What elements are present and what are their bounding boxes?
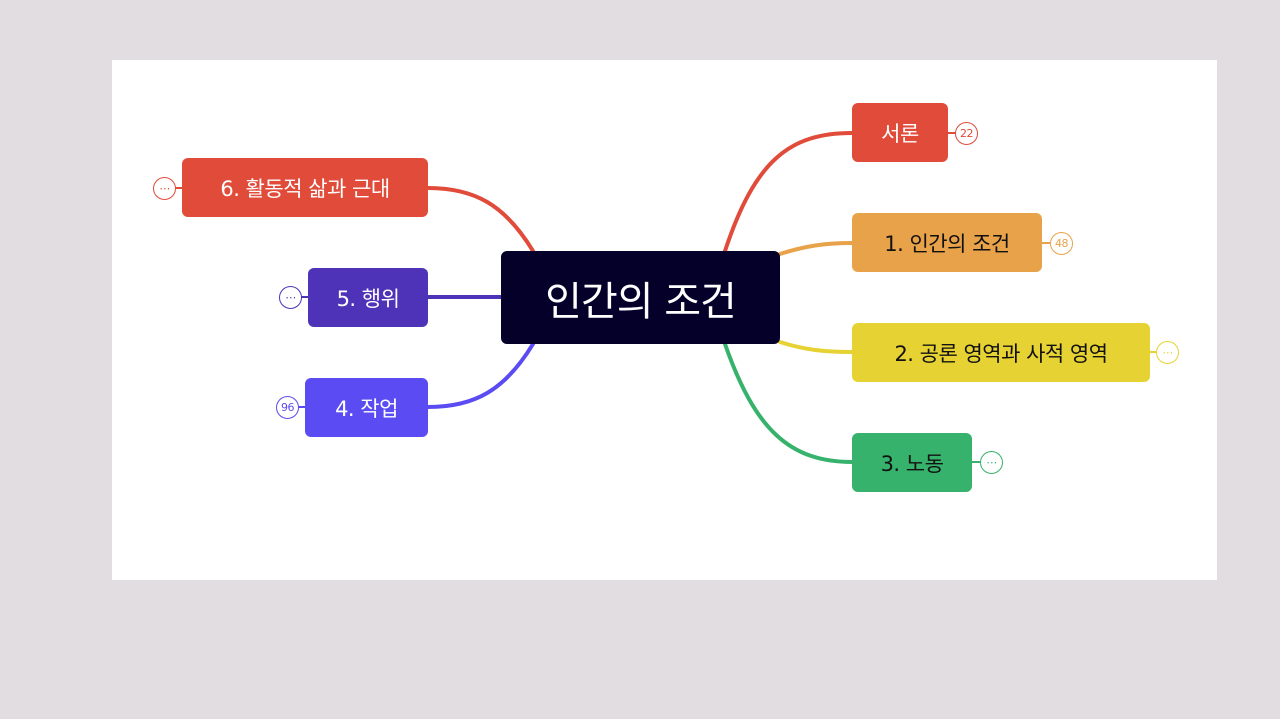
branch-node-ch1[interactable]: 1. 인간의 조건	[852, 213, 1042, 272]
branch-node-ch2[interactable]: 2. 공론 영역과 사적 영역	[852, 323, 1150, 382]
collapse-count-badge-ch4[interactable]: 96	[276, 396, 299, 419]
collapse-more-badge-ch6[interactable]: ⋯	[153, 177, 176, 200]
branch-node-ch6[interactable]: 6. 활동적 삶과 근대	[182, 158, 428, 217]
branch-node-intro[interactable]: 서론	[852, 103, 948, 162]
collapse-more-badge-ch3[interactable]: ⋯	[980, 451, 1003, 474]
collapse-more-badge-ch2[interactable]: ⋯	[1156, 341, 1179, 364]
collapse-count-badge-ch1[interactable]: 48	[1050, 232, 1073, 255]
collapse-more-badge-ch5[interactable]: ⋯	[279, 286, 302, 309]
collapse-count-badge-intro[interactable]: 22	[955, 122, 978, 145]
root-node[interactable]: 인간의 조건	[501, 251, 780, 344]
branch-node-ch4[interactable]: 4. 작업	[305, 378, 428, 437]
branch-node-ch3[interactable]: 3. 노동	[852, 433, 972, 492]
branch-node-ch5[interactable]: 5. 행위	[308, 268, 428, 327]
